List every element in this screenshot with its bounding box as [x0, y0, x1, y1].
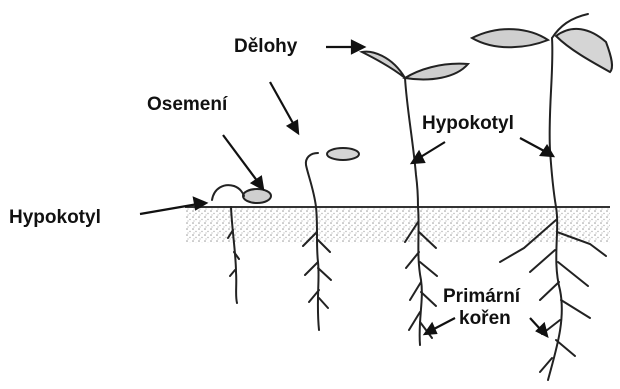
label-hypocotyl-right: Hypokotyl — [420, 114, 516, 133]
arrow-hypocotyl-stage-3 — [419, 142, 445, 158]
label-primary-root-line2: kořen — [457, 309, 513, 328]
arrow-cotyledon-stage-2 — [270, 82, 294, 125]
arrow-seed-coat — [223, 135, 258, 182]
seed-coat-shape — [243, 189, 271, 203]
label-primary-root-line1: Primární — [441, 287, 522, 306]
soil-band — [185, 207, 610, 243]
cotyledon-right-stage-3 — [405, 64, 468, 80]
seedling-stage-1 — [212, 185, 271, 303]
cotyledon-left-stage-3 — [362, 52, 405, 78]
leaf-right-stage-4 — [556, 29, 612, 72]
hypocotyl-stage-4 — [550, 38, 556, 207]
label-seed-coat: Osemení — [145, 95, 229, 114]
hypocotyl-stage-3 — [405, 78, 418, 207]
cotyledon-stage-2 — [327, 148, 359, 160]
leaf-left-stage-4 — [472, 29, 548, 47]
label-hypocotyl-left: Hypokotyl — [7, 208, 103, 227]
hypocotyl-stage-2 — [306, 153, 318, 207]
arrow-primary-root-stage-3 — [432, 318, 455, 330]
arrow-hypocotyl-stage-4 — [520, 138, 546, 152]
label-cotyledons: Dělohy — [232, 37, 299, 56]
hypocotyl-hook-stage-1 — [212, 185, 234, 200]
